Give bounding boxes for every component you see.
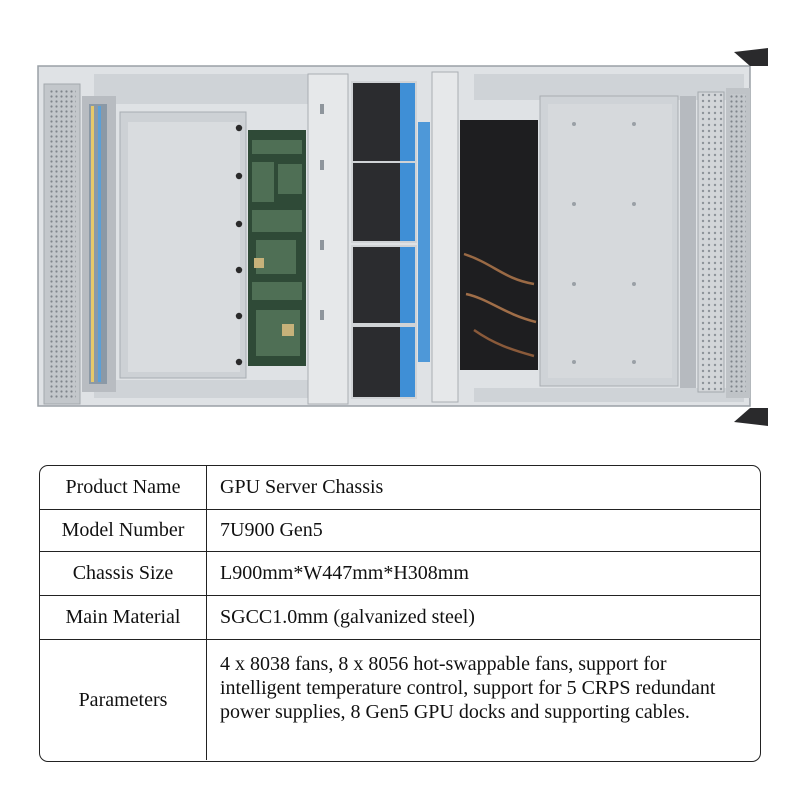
spec-row-product-name: Product Name GPU Server Chassis <box>40 466 760 510</box>
spec-label: Chassis Size <box>40 552 207 595</box>
spec-label: Model Number <box>40 510 207 551</box>
spec-value: 7U900 Gen5 <box>220 519 323 541</box>
spec-value: 4 x 8038 fans, 8 x 8056 hot-swappable fa… <box>220 653 716 723</box>
spec-value: GPU Server Chassis <box>220 476 384 498</box>
spec-table: Product Name GPU Server Chassis Model Nu… <box>39 465 761 762</box>
spec-label: Main Material <box>40 596 207 639</box>
product-photo <box>34 44 774 430</box>
chassis-illustration <box>37 48 768 426</box>
spec-row-main-material: Main Material SGCC1.0mm (galvanized stee… <box>40 596 760 640</box>
spec-row-parameters: Parameters 4 x 8038 fans, 8 x 8056 hot-s… <box>40 640 760 760</box>
spec-label: Product Name <box>40 466 207 509</box>
spec-label: Parameters <box>40 640 207 760</box>
spec-value: L900mm*W447mm*H308mm <box>220 562 469 584</box>
spec-row-model-number: Model Number 7U900 Gen5 <box>40 510 760 552</box>
spec-row-chassis-size: Chassis Size L900mm*W447mm*H308mm <box>40 552 760 596</box>
spec-value: SGCC1.0mm (galvanized steel) <box>220 606 475 628</box>
